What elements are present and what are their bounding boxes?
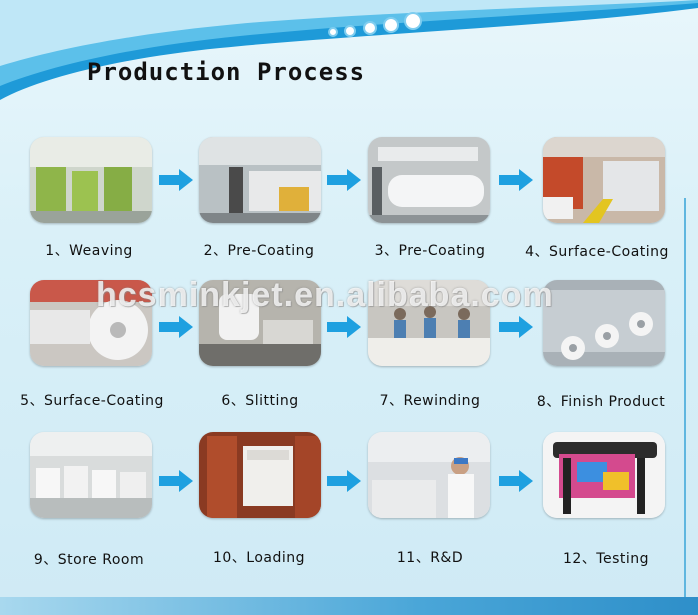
step-label: 3、Pre-Coating: [374, 243, 486, 259]
footer-band: [0, 597, 698, 615]
arrow-right-icon: [327, 470, 361, 492]
loading-container-photo-icon: [199, 432, 321, 518]
lab-photo-icon: [368, 432, 490, 518]
watermark: hcsminkjet.en.alibaba.com: [96, 276, 554, 314]
arrow-right-icon: [159, 169, 193, 191]
weaving-photo-icon: [30, 137, 152, 223]
step-label: 6、Slitting: [221, 393, 299, 409]
arrow-right-icon: [499, 169, 533, 191]
step-label: 7、Rewinding: [379, 393, 481, 409]
arrow-right-icon: [499, 316, 533, 338]
printer-photo-icon: [543, 432, 665, 518]
step-label: 9、Store Room: [33, 552, 145, 568]
surface-coating-roll-photo-icon: [30, 280, 152, 366]
header-swoosh: [0, 0, 698, 100]
step-label: 5、Surface-Coating: [20, 393, 164, 409]
arrow-right-icon: [499, 470, 533, 492]
step-label: 4、Surface-Coating: [525, 244, 669, 260]
arrow-right-icon: [327, 316, 361, 338]
step-label: 2、Pre-Coating: [203, 243, 315, 259]
pre-coating-photo-icon: [199, 137, 321, 223]
step-label: 10、Loading: [212, 550, 306, 566]
surface-coating-line-photo-icon: [543, 137, 665, 223]
step-label: 12、Testing: [562, 551, 650, 567]
finished-rolls-photo-icon: [543, 280, 665, 366]
arrow-right-icon: [159, 316, 193, 338]
store-room-photo-icon: [30, 432, 152, 518]
slitting-photo-icon: [199, 280, 321, 366]
page-title: Production Process: [87, 58, 366, 86]
arrow-right-icon: [327, 169, 361, 191]
step-label: 1、Weaving: [45, 243, 133, 259]
rewinding-photo-icon: [368, 280, 490, 366]
arrow-right-icon: [159, 470, 193, 492]
step-label: 8、Finish Product: [536, 394, 666, 410]
decorative-divider: [684, 198, 686, 598]
step-label: 11、R&D: [396, 550, 464, 566]
pre-coating-roll-photo-icon: [368, 137, 490, 223]
